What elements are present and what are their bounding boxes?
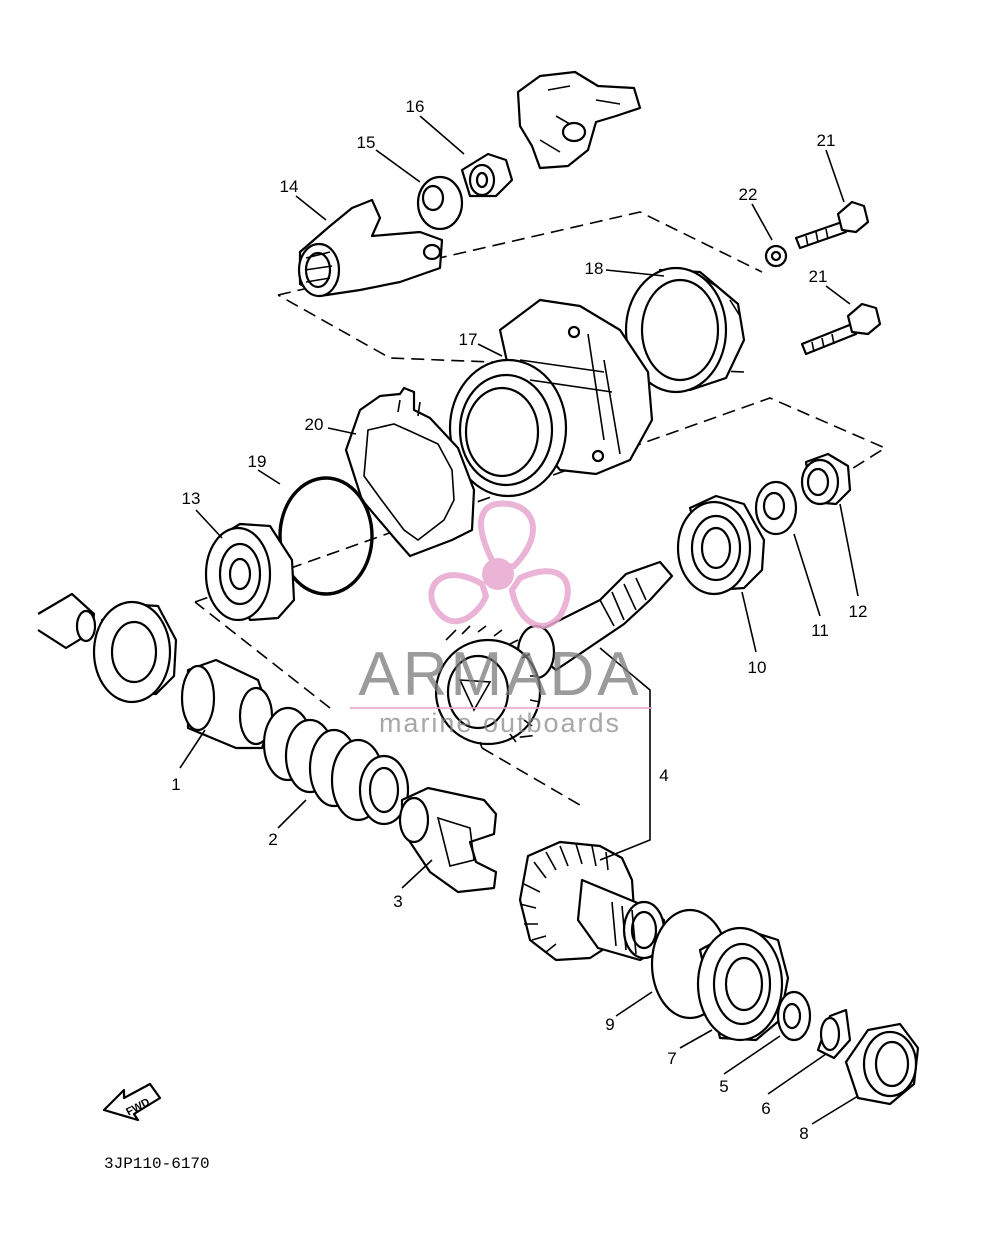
lock-washer-6 — [816, 1008, 852, 1060]
washer-5 — [776, 990, 812, 1042]
collar-1 — [180, 658, 274, 750]
washer-22 — [764, 244, 788, 268]
callout-13: 13 — [182, 489, 201, 508]
callout-12: 12 — [849, 602, 868, 621]
bearing-13 — [204, 522, 296, 622]
callout-9: 9 — [605, 1015, 614, 1034]
callout-leaders — [179, 115, 859, 1125]
callout-3: 3 — [393, 892, 402, 911]
callout-11: 11 — [811, 621, 829, 640]
hex-nut-8 — [844, 1022, 920, 1106]
gear-axis-line — [479, 734, 586, 809]
watermark: ARMADA marine outboards — [350, 500, 652, 738]
callout-numbers: 1 2 3 4 5 6 7 8 9 10 11 12 13 14 15 16 1… — [171, 97, 867, 1143]
bearing-left — [92, 600, 178, 704]
spring-2 — [262, 706, 410, 826]
callout-18: 18 — [585, 259, 604, 278]
watermark-brand: ARMADA — [358, 640, 641, 709]
callout-21-upper: 21 — [817, 131, 836, 150]
washer-11 — [754, 480, 798, 536]
callout-6: 6 — [761, 1099, 770, 1118]
callout-19: 19 — [248, 452, 267, 471]
bearing-10 — [676, 494, 766, 596]
callout-2: 2 — [268, 830, 277, 849]
o-ring-19 — [278, 476, 374, 596]
callout-16: 16 — [406, 97, 425, 116]
callout-10: 10 — [748, 658, 767, 677]
middle-assembly-box — [194, 397, 887, 709]
callout-22: 22 — [739, 185, 758, 204]
cover-ring-18 — [624, 266, 746, 394]
bolt-21-upper — [794, 200, 870, 250]
callout-7: 7 — [667, 1049, 676, 1068]
flange-nut-16 — [460, 152, 514, 198]
callout-5: 5 — [719, 1077, 728, 1096]
callout-14: 14 — [280, 177, 299, 196]
callout-17: 17 — [459, 330, 478, 349]
callout-15: 15 — [357, 133, 376, 152]
callout-4: 4 — [659, 766, 668, 785]
washer-15 — [416, 175, 464, 231]
housing-17 — [448, 298, 654, 498]
callout-8: 8 — [799, 1124, 808, 1143]
diagram-code: 3JP110-6170 — [104, 1155, 210, 1173]
callout-21-lower: 21 — [809, 267, 828, 286]
bearing-7 — [696, 926, 790, 1042]
universal-joint-spider — [516, 70, 642, 170]
plate-20 — [344, 386, 476, 558]
nut-12 — [800, 452, 852, 506]
ring-gear — [518, 840, 666, 962]
bolt-21-lower — [800, 302, 882, 356]
callout-1: 1 — [171, 775, 180, 794]
callout-20: 20 — [305, 415, 324, 434]
propeller-logo-icon — [428, 500, 571, 629]
pinion-shaft-4 — [434, 560, 674, 746]
yoke-14 — [297, 198, 444, 298]
watermark-tagline: marine outboards — [379, 708, 621, 738]
drive-shaft-end — [37, 592, 97, 650]
coupler-3 — [398, 786, 498, 894]
fwd-arrow-icon: FWD — [102, 1082, 162, 1122]
